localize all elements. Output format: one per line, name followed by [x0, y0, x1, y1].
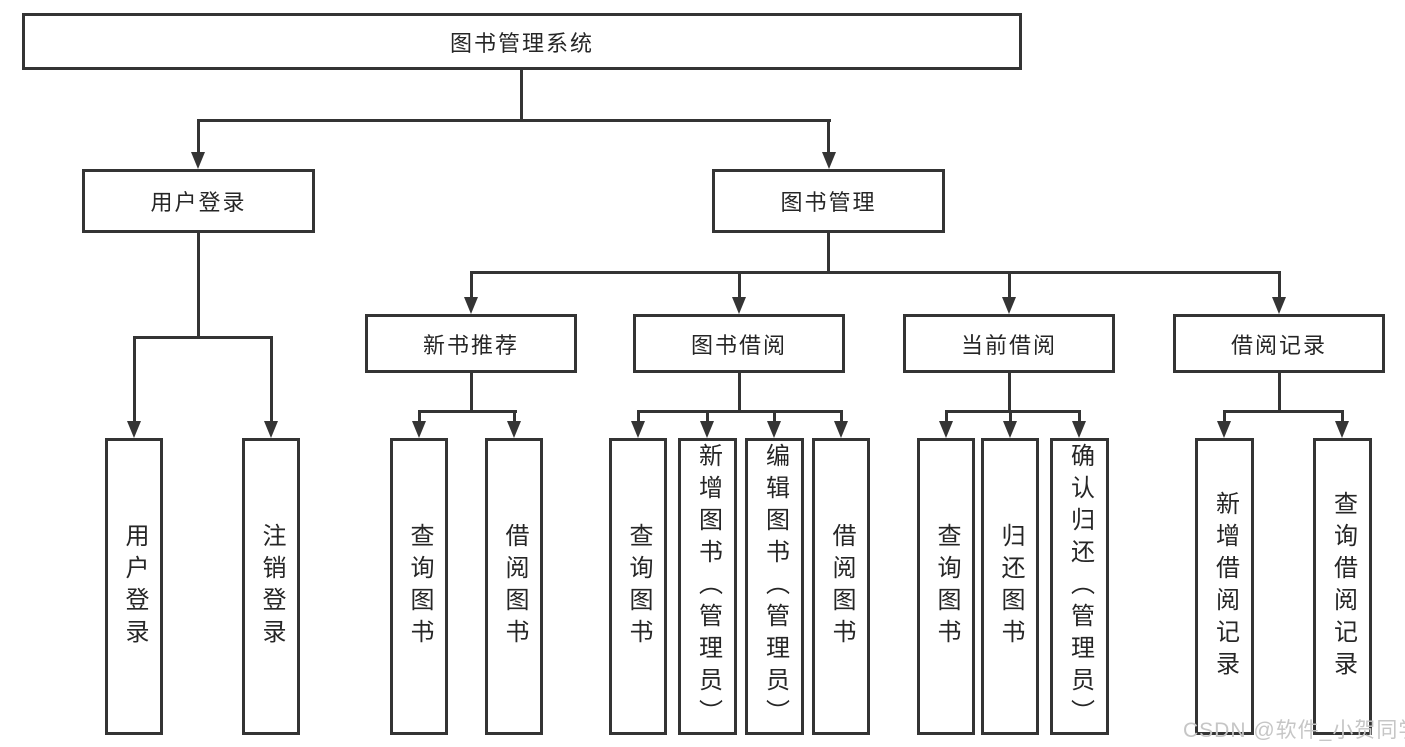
leaf-rec-query-books: 查询图书: [390, 438, 448, 735]
connector-drop-borrow-records: [1278, 271, 1281, 300]
leaf-records-add-record: 新增借阅记录: [1195, 438, 1254, 735]
leaf-current-return-books: 归还图书: [981, 438, 1039, 735]
connector-login-rail: [133, 336, 273, 339]
leaf-current-query-books: 查询图书: [917, 438, 975, 735]
connector-root-rail: [197, 119, 831, 122]
leaf-borrow-borrow-books-label: 借阅图书: [828, 522, 855, 651]
connector-drop-new-book-recommend: [470, 271, 473, 300]
arrowhead-user-login: [191, 152, 205, 169]
connector-drop-current-query: [945, 410, 948, 424]
arrowhead-borrow-query: [631, 421, 645, 438]
leaf-current-confirm-return-admin-label: 确认归还（管理员）: [1066, 442, 1094, 731]
connector-borrow-stub: [738, 373, 741, 413]
connector-drop-leaf-user-login: [133, 336, 136, 424]
node-new-book-recommend-label: 新书推荐: [422, 332, 519, 358]
leaf-user-login-label: 用户登录: [121, 522, 148, 651]
connector-rec-rail: [418, 410, 517, 413]
leaf-borrow-edit-books-admin-label: 编辑图书（管理员）: [761, 442, 789, 731]
arrowhead-records-add: [1217, 421, 1231, 438]
node-book-management: 图书管理: [712, 169, 945, 233]
connector-drop-leaf-logout: [270, 336, 273, 424]
leaf-borrow-query-books: 查询图书: [609, 438, 667, 735]
connector-drop-borrow-query: [637, 410, 640, 424]
connector-current-rail: [945, 410, 1081, 413]
arrowhead-records-query: [1335, 421, 1349, 438]
arrowhead-book-borrow: [732, 297, 746, 314]
node-borrow-records-label: 借阅记录: [1230, 332, 1327, 358]
arrowhead-current-query: [939, 421, 953, 438]
node-user-login: 用户登录: [82, 169, 315, 233]
leaf-current-confirm-return-admin: 确认归还（管理员）: [1050, 438, 1109, 735]
connector-records-rail: [1223, 410, 1344, 413]
connector-drop-records-query: [1341, 410, 1344, 424]
leaf-records-add-record-label: 新增借阅记录: [1211, 490, 1239, 683]
connector-drop-records-add: [1223, 410, 1226, 424]
leaf-rec-borrow-books-label: 借阅图书: [501, 522, 528, 651]
connector-borrow-rail: [637, 410, 843, 413]
arrowhead-current-return: [1003, 421, 1017, 438]
connector-drop-borrow-borrow: [840, 410, 843, 424]
arrowhead-borrow-add: [700, 421, 714, 438]
node-book-management-label: 图书管理: [780, 190, 877, 215]
node-new-book-recommend: 新书推荐: [365, 314, 577, 373]
connector-drop-book-management: [827, 119, 830, 155]
connector-drop-borrow-edit: [773, 410, 776, 424]
arrowhead-current-confirm: [1072, 421, 1086, 438]
leaf-borrow-add-books-admin-label: 新增图书（管理员）: [694, 442, 722, 731]
connector-drop-rec-borrow: [513, 410, 516, 424]
connector-mgmt-stub: [827, 233, 830, 274]
connector-current-stub: [1008, 373, 1011, 413]
connector-drop-book-borrow: [738, 271, 741, 300]
connector-drop-current-return: [1009, 410, 1012, 424]
connector-root-stub: [520, 70, 523, 122]
node-root: 图书管理系统: [22, 13, 1022, 70]
leaf-current-return-books-label: 归还图书: [997, 522, 1024, 651]
leaf-logout: 注销登录: [242, 438, 300, 735]
connector-drop-current-borrow: [1008, 271, 1011, 300]
node-current-borrow-label: 当前借阅: [960, 332, 1057, 358]
leaf-borrow-add-books-admin: 新增图书（管理员）: [678, 438, 737, 735]
arrowhead-leaf-user-login: [127, 421, 141, 438]
connector-records-stub: [1278, 373, 1281, 413]
node-root-label: 图书管理系统: [449, 30, 594, 56]
node-book-borrow: 图书借阅: [633, 314, 845, 373]
arrowhead-book-management: [822, 152, 836, 169]
leaf-borrow-query-books-label: 查询图书: [625, 522, 652, 651]
arrowhead-borrow-borrow: [834, 421, 848, 438]
node-current-borrow: 当前借阅: [903, 314, 1115, 373]
arrowhead-rec-borrow: [507, 421, 521, 438]
connector-rec-stub: [470, 373, 473, 413]
connector-login-stub: [197, 233, 200, 339]
connector-drop-borrow-add: [706, 410, 709, 424]
node-borrow-records: 借阅记录: [1173, 314, 1385, 373]
arrowhead-rec-query: [412, 421, 426, 438]
arrowhead-leaf-logout: [264, 421, 278, 438]
arrowhead-new-book-recommend: [464, 297, 478, 314]
arrowhead-current-borrow: [1002, 297, 1016, 314]
arrowhead-borrow-records: [1272, 297, 1286, 314]
arrowhead-borrow-edit: [767, 421, 781, 438]
connector-drop-rec-query: [418, 410, 421, 424]
leaf-rec-query-books-label: 查询图书: [406, 522, 433, 651]
connector-mgmt-rail: [470, 271, 1281, 274]
leaf-user-login: 用户登录: [105, 438, 163, 735]
leaf-borrow-edit-books-admin: 编辑图书（管理员）: [745, 438, 804, 735]
leaf-records-query-record: 查询借阅记录: [1313, 438, 1372, 735]
leaf-logout-label: 注销登录: [258, 522, 285, 651]
connector-drop-user-login: [197, 119, 200, 155]
connector-drop-current-confirm: [1078, 410, 1081, 424]
node-book-borrow-label: 图书借阅: [690, 332, 787, 358]
csdn-watermark: CSDN @软件_小贺同学: [1183, 719, 1405, 742]
leaf-records-query-record-label: 查询借阅记录: [1329, 490, 1357, 683]
leaf-rec-borrow-books: 借阅图书: [485, 438, 543, 735]
node-user-login-label: 用户登录: [150, 190, 247, 215]
leaf-current-query-books-label: 查询图书: [933, 522, 960, 651]
leaf-borrow-borrow-books: 借阅图书: [812, 438, 870, 735]
